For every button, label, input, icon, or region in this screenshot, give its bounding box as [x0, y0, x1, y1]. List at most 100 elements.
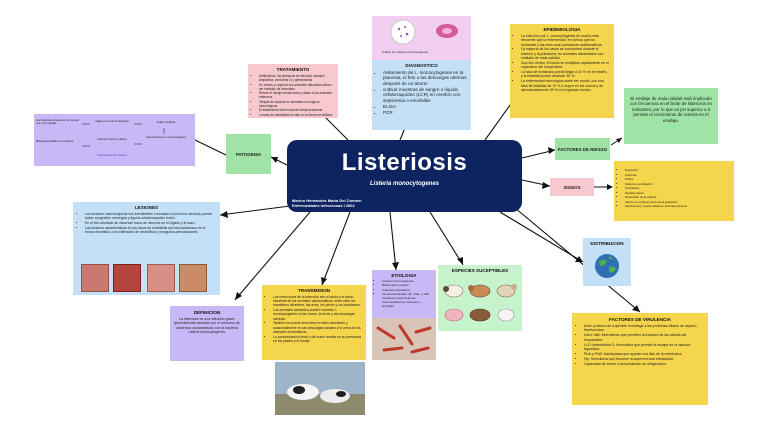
lesiones-photo-4 — [179, 264, 207, 292]
author-block: Merino Hernández María Del Carmen Enferm… — [292, 198, 362, 208]
arrowhead-transmision — [321, 277, 327, 285]
definicion-box[interactable]: DEFINICION La listeriosis es una infecci… — [170, 306, 244, 361]
signos-label-text: SIGNOS — [563, 184, 581, 190]
epidemiologia-box[interactable]: EPIDEMIOLOGIA La infección por L. monocy… — [510, 24, 614, 118]
list-item: Las lesiones macroscópicas son inexisten… — [85, 212, 215, 220]
list-item: Retirar el forraje sospechoso y aislar a… — [259, 91, 334, 99]
list-item: En el feto abortado se observan focos de… — [85, 221, 215, 225]
transmision-title: TRANSMISION — [297, 288, 331, 293]
especies-box[interactable]: ESPECIES SUCEPTIBLES — [438, 265, 522, 331]
list-item: Listeria monocytogenes — [382, 279, 433, 284]
patogenia-box-e: Infección uterina y aborto — [97, 138, 127, 141]
list-item: La infección por L. monocytogenes es muc… — [521, 34, 610, 47]
goat-icon — [496, 284, 517, 298]
list-item: Aborto en el último tercio de la gestaci… — [625, 200, 730, 205]
patogenia-flow-arrows — [82, 123, 165, 147]
signos-label[interactable]: SIGNOS — [550, 178, 594, 196]
list-item: Parálisis facial — [625, 191, 730, 196]
arrowhead-especies — [457, 257, 463, 265]
link-lesiones — [219, 205, 291, 216]
patogenia-box-g: Colonización del intestino — [97, 154, 127, 157]
list-item: Antibióticos: los fármacos de elección i… — [259, 74, 334, 82]
central-topic-node[interactable]: Listeriosis Listeria monocytogenes Merin… — [287, 140, 522, 212]
patogenia-label[interactable]: PATOGENIA — [226, 134, 271, 174]
lesiones-title: LESIONES — [134, 205, 159, 210]
list-item: Bacilo gram positivo — [382, 284, 433, 288]
list-item: Fiebre — [625, 177, 730, 182]
arrow-factores-to-text — [610, 137, 623, 146]
list-item: El tratamiento debe iniciarse tempraname… — [259, 108, 334, 112]
globe-icon — [595, 254, 619, 278]
transmision-list: Los reservorios de la infección son el s… — [266, 295, 362, 343]
list-item: ActA: proteína de superficie homóloga a … — [584, 324, 703, 333]
list-item: Terapia de soporte en animales con signo… — [259, 100, 334, 108]
etiologia-box[interactable]: ETIOLOGIA Listeria monocytogenes Bacilo … — [372, 270, 436, 318]
diagnostico-list: Aislamiento de L. monocytogenes en la pl… — [376, 70, 467, 115]
patogenia-box-b: Viajan por el nervio trigémino — [95, 120, 129, 123]
list-item: PlcA y PlcB: fosfolipasas que ayudan a l… — [584, 352, 703, 356]
list-item: Las lesiones características en los caso… — [85, 226, 215, 234]
central-title: Listeriosis — [341, 149, 468, 176]
list-item: En ovinos y caprinos los animales afecta… — [259, 83, 334, 91]
cow-icon — [468, 284, 491, 298]
distribucion-box[interactable]: DISTRIBUCION — [583, 238, 631, 286]
culture-plate-image — [390, 19, 416, 45]
virulencia-box[interactable]: FACTORES DE VIRULENCIA ActA: proteína de… — [572, 313, 708, 405]
patogenia-box-c: Tejido cerebral — [156, 120, 176, 124]
list-item: Anaerobio facultativo — [382, 288, 433, 293]
arrowhead-lesiones — [220, 211, 228, 218]
list-item: La tasa de mortalidad es alta en la form… — [259, 113, 334, 117]
especies-title: ESPECIES SUCEPTIBLES — [451, 268, 509, 273]
distribucion-title: DISTRIBUCION — [590, 241, 624, 246]
factores-riesgo-label-text: FACTORES DE RIESGO — [557, 146, 608, 152]
list-item: Una vez dentro, el bacilo se multiplica … — [521, 61, 610, 70]
etiologia-title: ETIOLOGIA — [391, 273, 417, 278]
list-item: LLO: listeriolisina O, hemolisina que pe… — [584, 343, 703, 352]
arrowhead-factores — [548, 147, 555, 154]
link-transmision — [321, 211, 351, 286]
list-item: cultivar muestras de sangre o líquido ce… — [383, 87, 467, 103]
virulencia-list: ActA: proteína de superficie homóloga a … — [577, 324, 703, 367]
tratamiento-box[interactable]: TRATAMIENTO Antibióticos: los fármacos d… — [248, 64, 338, 118]
lesiones-list: Las lesiones macroscópicas son inexisten… — [78, 212, 215, 234]
list-item: Septicemia y muerte súbita en animales j… — [625, 204, 730, 209]
cattle-photo — [275, 362, 365, 415]
epidemiologia-title: EPIDEMIOLOGIA — [543, 27, 581, 32]
lesiones-photo-2 — [113, 264, 141, 292]
arrowhead-definicion — [235, 292, 242, 300]
list-item: Desviación de la cabeza — [625, 195, 730, 200]
arrowhead-etiologia — [392, 262, 399, 270]
virulencia-title: FACTORES DE VIRULENCIA — [609, 317, 671, 322]
definicion-text: La listeriosis es una infección grave ge… — [174, 317, 240, 335]
list-item: PCR — [383, 110, 467, 115]
course-name: Enfermedades Infecciosas I 2802 — [292, 203, 355, 208]
patogenia-box-d: Diseminación por vía hematógena — [146, 136, 186, 139]
lesiones-box[interactable]: LESIONES Las lesiones macroscópicas son … — [73, 202, 220, 295]
list-item: Circulación — [625, 186, 730, 191]
tratamiento-list: Antibióticos: los fármacos de elección i… — [252, 74, 334, 117]
patogenia-diagram[interactable]: Las bacterias penetran en la mucosa oral… — [34, 114, 195, 166]
arrowhead-virulencia — [632, 305, 640, 312]
link-diagnostico — [399, 127, 406, 141]
link-etiologia — [389, 211, 397, 271]
sheep-icon — [443, 284, 464, 298]
lesiones-photo-3 — [147, 264, 175, 292]
list-item: Capacidad de crecer a temperaturas de re… — [584, 362, 703, 366]
diagnostico-box[interactable]: DIAGNOSTICO Aislamiento de L. monocytoge… — [372, 60, 471, 130]
factores-riesgo-box[interactable]: El ensilaje de mala calidad está implica… — [624, 88, 718, 144]
patogenia-box-a: Las bacterias penetran en la mucosa oral… — [36, 119, 79, 126]
link-especies — [429, 211, 464, 266]
list-item: La contaminación fecal o del suelo resul… — [273, 335, 362, 343]
list-item: ELISA — [383, 104, 467, 109]
etiologia-list: Listeria monocytogenes Bacilo gram posit… — [375, 279, 433, 308]
list-item: También se puede encontrar en fetos abor… — [273, 321, 362, 334]
list-item: Anorexia — [625, 173, 730, 178]
microscope-slide-image — [436, 24, 458, 38]
transmision-box[interactable]: TRANSMISION Los reservorios de la infecc… — [262, 285, 366, 360]
list-item: Falta de coordinación — [625, 182, 730, 187]
signos-box[interactable]: Depresión Anorexia Fiebre Falta de coord… — [614, 161, 734, 221]
factores-riesgo-label[interactable]: FACTORES DE RIESGO — [555, 138, 610, 160]
list-item: La tasa de incidencia puede llegar a 10 … — [521, 70, 610, 79]
list-item: Los reservorios de la infección son el s… — [273, 295, 362, 308]
